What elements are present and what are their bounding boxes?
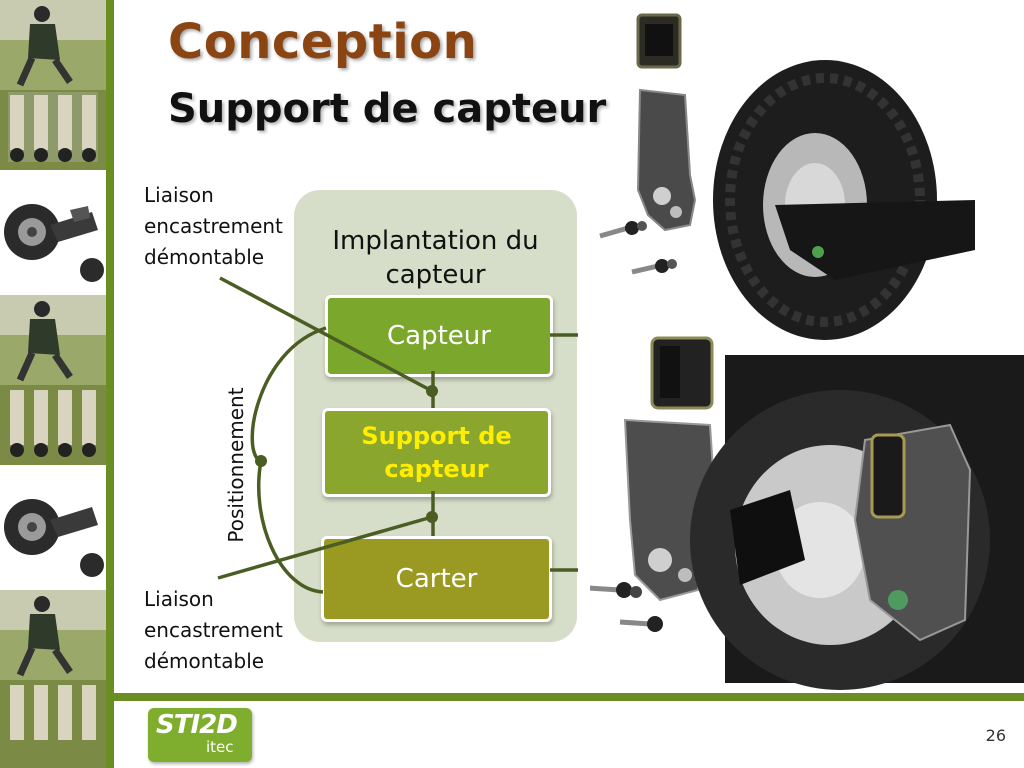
wheel-assembly-render <box>713 60 975 340</box>
sensor-closeup-render <box>690 355 1024 690</box>
slide-subtitle: Support de capteur <box>168 86 607 132</box>
link-liaison-bottom <box>217 515 433 580</box>
sensor-block-bottom <box>650 336 714 410</box>
photo-strip <box>0 0 106 768</box>
block-carter: Carter <box>321 536 552 622</box>
mechanical-renders <box>590 13 1024 690</box>
diagram-heading: Implantation du capteur <box>332 226 539 290</box>
junction-dot-positionnement <box>255 455 267 467</box>
sti2d-logo: STI2D itec <box>148 708 252 762</box>
block-capteur: Capteur <box>325 295 553 377</box>
page-number: 26 <box>985 726 1006 745</box>
screws-bottom <box>590 582 663 632</box>
wheel-board-photo <box>0 170 106 295</box>
wheel-board-photo <box>0 465 106 590</box>
rider-photo <box>0 590 106 768</box>
label-liaison-top: Liaison encastrement démontable <box>144 183 283 269</box>
slide-title: Conception <box>168 14 478 70</box>
logo-main-text: STI2D <box>156 710 238 740</box>
logo-sub-text: itec <box>206 738 234 756</box>
accent-sidebar-line <box>106 0 114 768</box>
rider-photo <box>0 0 106 170</box>
sensor-support-part-top <box>636 88 697 232</box>
label-liaison-bottom: Liaison encastrement démontable <box>144 587 283 673</box>
sensor-block-top <box>636 13 682 69</box>
junction-dot-top <box>426 385 438 397</box>
screws-top <box>599 221 677 275</box>
rider-photo <box>0 295 106 465</box>
link-liaison-top <box>219 276 433 393</box>
junction-dot-bottom <box>426 511 438 523</box>
block-support-de-capteur: Support de capteur <box>322 408 551 497</box>
footer-divider <box>106 693 1024 701</box>
